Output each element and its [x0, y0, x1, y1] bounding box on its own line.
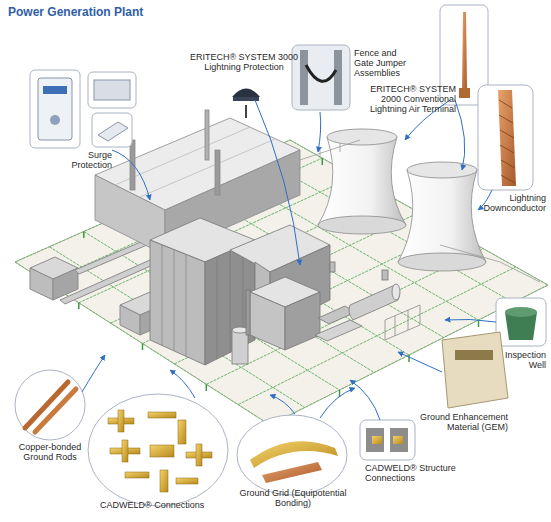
inspection-well-image	[496, 298, 546, 346]
callout-label: Ground Grid (Equipotential Bonding)	[238, 488, 348, 508]
downconductor-image	[478, 85, 533, 190]
ground-rods-image	[15, 370, 85, 440]
callout-label: Lightning Downconductor	[470, 193, 546, 213]
gem-bag-image	[442, 332, 508, 408]
callout-label: Inspection Well	[486, 350, 546, 370]
ground-floor	[15, 140, 548, 425]
callout-label: CADWELD® Connections	[100, 500, 210, 510]
cooling-tower	[318, 129, 486, 271]
callout-label: CADWELD® Structure Connections	[365, 463, 465, 483]
air-terminal-3000	[232, 89, 260, 119]
equipment	[315, 262, 420, 341]
surge-protection-image	[30, 70, 136, 148]
callout-label: ERITECH® SYSTEM 2000 Conventional Lightn…	[352, 84, 456, 114]
callout-label: Copper-bonded Ground Rods	[12, 442, 88, 462]
callout-label: ERITECH® SYSTEM 3000 Lightning Protectio…	[183, 52, 305, 72]
ground-grid-image	[237, 415, 347, 495]
callout-label: Surge Protection	[50, 150, 112, 170]
callout-label: Fence and Gate Jumper Assemblies	[354, 48, 412, 78]
diagram-title: Power Generation Plant	[8, 5, 143, 19]
cadweld-connections-image	[88, 394, 228, 506]
fence-jumper-image	[292, 45, 350, 110]
callout-label: Ground Enhancement Material (GEM)	[408, 412, 508, 432]
cadweld-structure-image	[360, 420, 415, 460]
leader-lines	[82, 100, 496, 420]
conveyor	[30, 238, 170, 335]
boiler-building	[150, 218, 330, 365]
